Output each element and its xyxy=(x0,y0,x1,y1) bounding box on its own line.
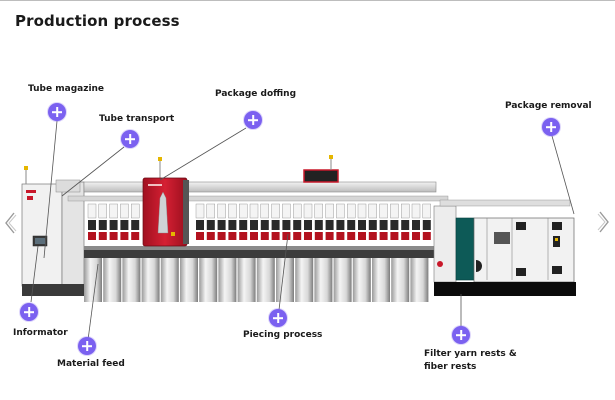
sliver-can xyxy=(256,258,275,302)
spinning-position xyxy=(260,203,269,240)
sliver-can xyxy=(391,258,410,302)
spinning-position xyxy=(217,203,226,240)
label-tube-transport: Tube transport xyxy=(99,114,175,124)
sliver-can xyxy=(160,258,179,302)
label-informator: Informator xyxy=(13,328,68,338)
next-button[interactable] xyxy=(597,210,611,234)
label-piecing-process: Piecing process xyxy=(243,330,323,340)
spinning-position xyxy=(336,203,345,240)
lower-frame xyxy=(84,250,434,258)
sliver-can xyxy=(84,258,102,302)
hotspot-tube-magazine[interactable] xyxy=(48,103,66,121)
spinning-position xyxy=(195,203,205,240)
hotspot-material-feed[interactable] xyxy=(78,337,96,355)
hotspot-piecing-process[interactable] xyxy=(269,309,287,327)
spinning-position xyxy=(98,203,108,240)
sliver-can xyxy=(237,258,256,302)
spinning-position xyxy=(422,203,431,240)
sliver-can xyxy=(410,258,429,302)
spinning-position xyxy=(314,203,323,240)
spinning-position xyxy=(249,203,259,240)
spinning-position xyxy=(282,203,291,240)
spinning-position xyxy=(411,203,421,240)
spinning-position xyxy=(401,203,410,240)
head-stock xyxy=(21,166,85,296)
label-filter-yarn-rests-line1: Filter yarn rests & xyxy=(424,349,517,359)
label-material-feed: Material feed xyxy=(57,359,125,369)
spinning-position xyxy=(120,203,129,240)
hotspot-tube-transport[interactable] xyxy=(121,130,139,148)
sliver-can xyxy=(372,258,390,302)
spinning-positions xyxy=(87,203,431,240)
spinning-position xyxy=(325,203,334,240)
sliver-can xyxy=(218,258,237,302)
previous-button[interactable] xyxy=(3,211,17,235)
sliver-can xyxy=(103,258,122,302)
spinning-position xyxy=(238,203,248,240)
spinning-position xyxy=(228,203,237,240)
label-tube-magazine: Tube magazine xyxy=(28,84,105,94)
sliver-can xyxy=(199,258,218,302)
sliver-can xyxy=(276,258,294,302)
spinning-position xyxy=(271,203,280,240)
spinning-position xyxy=(357,203,367,240)
spinning-position xyxy=(87,203,97,240)
spinning-position xyxy=(390,203,399,240)
filter-unit xyxy=(433,199,576,296)
sliver-can xyxy=(295,258,314,302)
spinning-position xyxy=(347,203,356,240)
spinning-position xyxy=(293,203,302,240)
spinning-position xyxy=(379,203,388,240)
spinning-position xyxy=(368,203,377,240)
sliver-can xyxy=(180,258,198,302)
label-package-doffing: Package doffing xyxy=(215,89,297,99)
spinning-position xyxy=(303,203,313,240)
spinning-position xyxy=(130,203,140,240)
chevron-right-icon xyxy=(597,211,609,233)
sliver-can xyxy=(352,258,371,302)
hotspot-filter-yarn-rests[interactable] xyxy=(452,326,470,344)
chevron-left-icon xyxy=(5,212,17,234)
label-filter-yarn-rests-line2: fiber rests xyxy=(424,362,477,372)
hotspot-informator[interactable] xyxy=(20,303,38,321)
hotspot-package-removal[interactable] xyxy=(542,118,560,136)
hotspot-package-doffing[interactable] xyxy=(244,111,262,129)
sliver-can xyxy=(141,258,160,302)
label-package-removal: Package removal xyxy=(505,101,592,111)
spinning-position xyxy=(109,203,118,240)
piecing-robot xyxy=(142,177,189,247)
sliver-can xyxy=(333,258,352,302)
sliver-can xyxy=(314,258,333,302)
top-divider xyxy=(0,0,615,1)
spinning-position xyxy=(206,203,216,240)
lower-rail xyxy=(84,246,434,250)
top-rail xyxy=(67,155,449,202)
sliver-can xyxy=(122,258,141,302)
sliver-cans xyxy=(84,258,429,302)
page-title: Production process xyxy=(15,12,180,30)
